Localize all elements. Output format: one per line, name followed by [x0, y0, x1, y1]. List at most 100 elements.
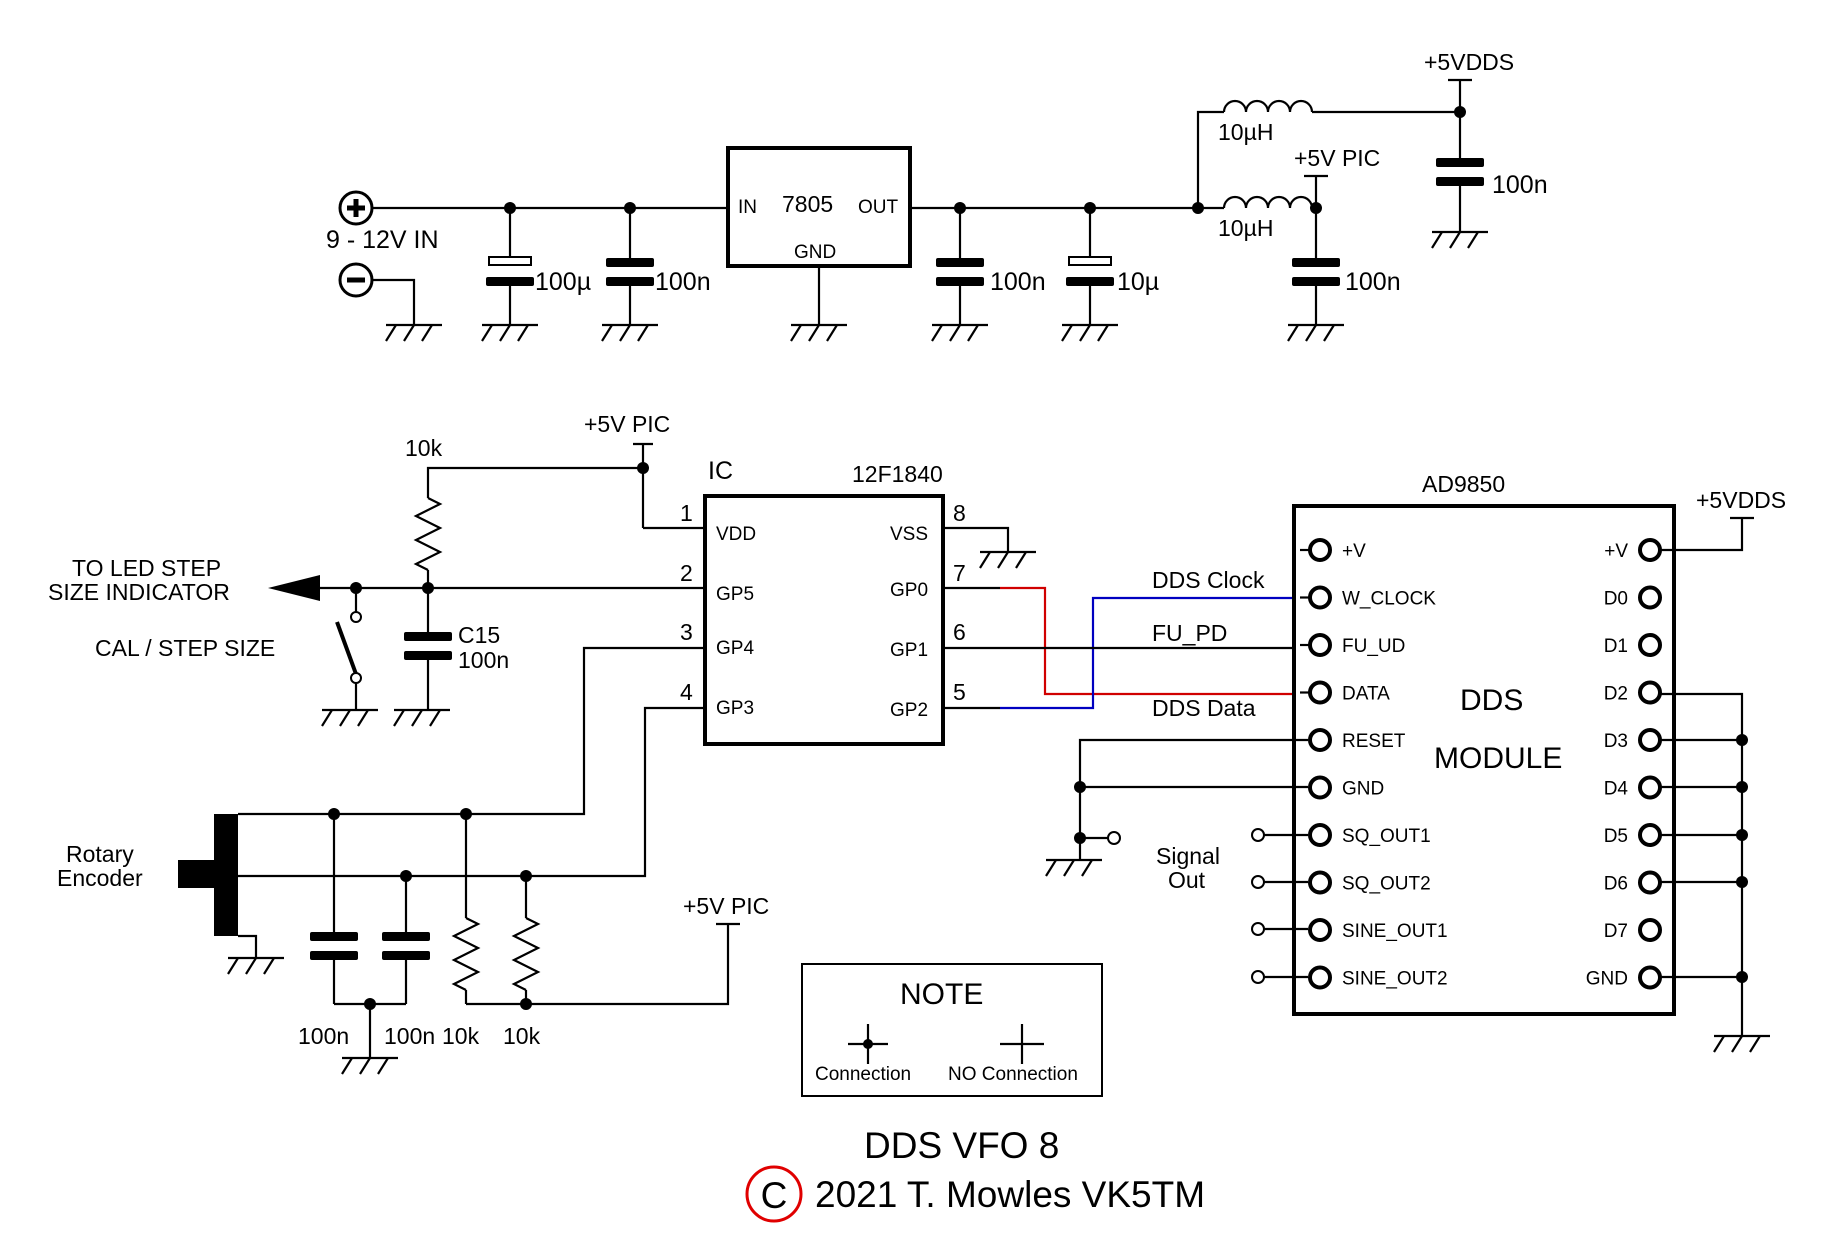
pic-ic [703, 494, 945, 746]
pic-pin-name-gp5: GP5 [716, 584, 754, 605]
encoder-c2-label: 100n [384, 1023, 435, 1049]
data-signal-label: DDS Data [1152, 695, 1256, 721]
dds-title-line2: MODULE [1434, 742, 1562, 775]
l-dds-label: 10µH [1218, 119, 1273, 145]
rail-pic-label: +5V PIC [1294, 145, 1380, 171]
dds-left-pin [1308, 538, 1332, 562]
dds-right-pin-label: D0 [1604, 589, 1628, 610]
dds-right-pin-label: D4 [1604, 779, 1629, 800]
encoder-label-line2: Encoder [57, 865, 143, 891]
pic-pin-name-gp0: GP0 [890, 580, 928, 601]
switch-label: CAL / STEP SIZE [95, 635, 275, 661]
no-connection-symbol [1000, 1024, 1044, 1064]
clock-signal-label: DDS Clock [1152, 567, 1265, 593]
dds-left-pin-label: +V [1342, 541, 1366, 562]
dds-left-pin-label: SINE_OUT2 [1342, 969, 1448, 990]
pic-pin-num-6: 6 [953, 619, 966, 645]
dds-left-pin-label: GND [1342, 779, 1384, 800]
dds-left-pin-label: RESET [1342, 731, 1406, 752]
connection-symbol [848, 1024, 888, 1064]
dds-left-pin-label: SQ_OUT1 [1342, 826, 1431, 847]
dds-right-pin-label: D3 [1604, 731, 1628, 752]
signal-out-line1: Signal [1156, 843, 1220, 869]
dds-right-pin [1638, 728, 1662, 752]
led-label-line2: SIZE INDICATOR [48, 579, 230, 605]
data-wire [1000, 586, 1300, 696]
pic-pin-name-gp3: GP3 [716, 698, 754, 719]
encoder-section: Rotary Encoder +5V PIC 100n 100n 10k 10k [57, 646, 769, 1076]
reg-name-label: 7805 [782, 191, 833, 217]
dds-right-pin-label: D2 [1604, 684, 1628, 705]
dds-right-pin [1638, 870, 1662, 895]
c-in-label: 100n [655, 268, 711, 296]
pullup-resistor [413, 497, 443, 571]
reg-out-label: OUT [858, 197, 899, 218]
dds-right-pin [1638, 823, 1662, 847]
dds-right-pin-label: D1 [1604, 636, 1628, 657]
pic-pin-name-gp2: GP2 [890, 700, 928, 721]
pic-pin-num-7: 7 [953, 560, 966, 586]
pic-rail-label: +5V PIC [584, 411, 670, 437]
footer-title: DDS VFO 8 [864, 1125, 1059, 1166]
dds-module-section: AD9850 DDS MODULE +VW_CLOCKFU_UDDATARESE… [1044, 471, 1786, 1054]
c15-name-label: C15 [458, 622, 500, 648]
dds-right-pin-label: D6 [1604, 874, 1628, 895]
dds-left-pin [1308, 728, 1332, 752]
encoder-rail-label: +5V PIC [683, 893, 769, 919]
pic-part-label: 12F1840 [852, 461, 943, 487]
dds-right-pin-label: D7 [1604, 921, 1628, 942]
dds-module [1292, 504, 1676, 1016]
pic-pin-num-2: 2 [680, 560, 693, 586]
encoder-label-line1: Rotary [66, 841, 134, 867]
encoder-c1-label: 100n [298, 1023, 349, 1049]
dds-right-pin-label: D5 [1604, 826, 1628, 847]
footer-credit: 2021 T. Mowles VK5TM [815, 1174, 1205, 1215]
cal-switch [335, 621, 358, 675]
clock-wire [1000, 596, 1300, 710]
c15-value-label: 100n [458, 647, 509, 673]
encoder-resistor-1 [451, 917, 481, 991]
c-out-label: 100n [990, 268, 1046, 296]
signal-out-line2: Out [1168, 867, 1206, 893]
inductor-dds [1222, 99, 1314, 113]
dds-part-label: AD9850 [1422, 471, 1505, 497]
dds-title-line1: DDS [1460, 684, 1523, 717]
copyright-symbol [745, 1165, 803, 1223]
inductor-pic [1222, 195, 1314, 209]
signal-wires: DDS Clock FU_PD DDS Data [943, 567, 1300, 721]
pullup-label: 10k [405, 435, 443, 461]
dds-left-pin-label: FU_UD [1342, 636, 1405, 657]
dds-right-pin [1638, 680, 1662, 705]
dds-right-pin [1638, 965, 1662, 990]
dds-left-pin-label: SINE_OUT1 [1342, 921, 1448, 942]
dds-left-pin [1308, 823, 1332, 847]
encoder-r2-label: 10k [503, 1023, 541, 1049]
pic-pin-num-3: 3 [680, 619, 693, 645]
dds-right-pin [1638, 585, 1662, 610]
pic-section: +5V PIC 10k TO LED STEP SIZE INDICATOR C… [48, 411, 1038, 746]
input-voltage-label: 9 - 12V IN [326, 226, 439, 254]
negative-terminal [338, 262, 374, 298]
pic-pin-name-vdd: VDD [716, 524, 756, 545]
footer: DDS VFO 8 C 2021 T. Mowles VK5TM [745, 1125, 1205, 1223]
note-connection-label: Connection [815, 1064, 911, 1085]
pic-pin-name-gp4: GP4 [716, 638, 754, 659]
pic-pin-num-8: 8 [953, 500, 966, 526]
pic-pin-num-5: 5 [953, 679, 966, 705]
c-pic-label: 100n [1345, 268, 1401, 296]
pic-pin-num-4: 4 [680, 679, 693, 705]
c-in-bulk-label: 100µ [535, 268, 591, 296]
encoder-resistor-2 [511, 917, 541, 991]
dds-right-pin [1638, 775, 1662, 800]
note-no-connection-label: NO Connection [948, 1064, 1078, 1085]
pic-pin-num-1: 1 [680, 500, 693, 526]
note-box: NOTE Connection NO Connection [801, 963, 1103, 1097]
dds-left-pin [1308, 633, 1332, 657]
reg-in-label: IN [738, 197, 757, 218]
dds-right-pin-label: +V [1604, 541, 1628, 562]
pic-pin-name-gp1: GP1 [890, 640, 928, 661]
dds-right-pin [1638, 633, 1662, 657]
dds-right-pin [1638, 538, 1662, 562]
dds-left-pin-label: DATA [1342, 684, 1390, 705]
positive-terminal [338, 190, 374, 226]
